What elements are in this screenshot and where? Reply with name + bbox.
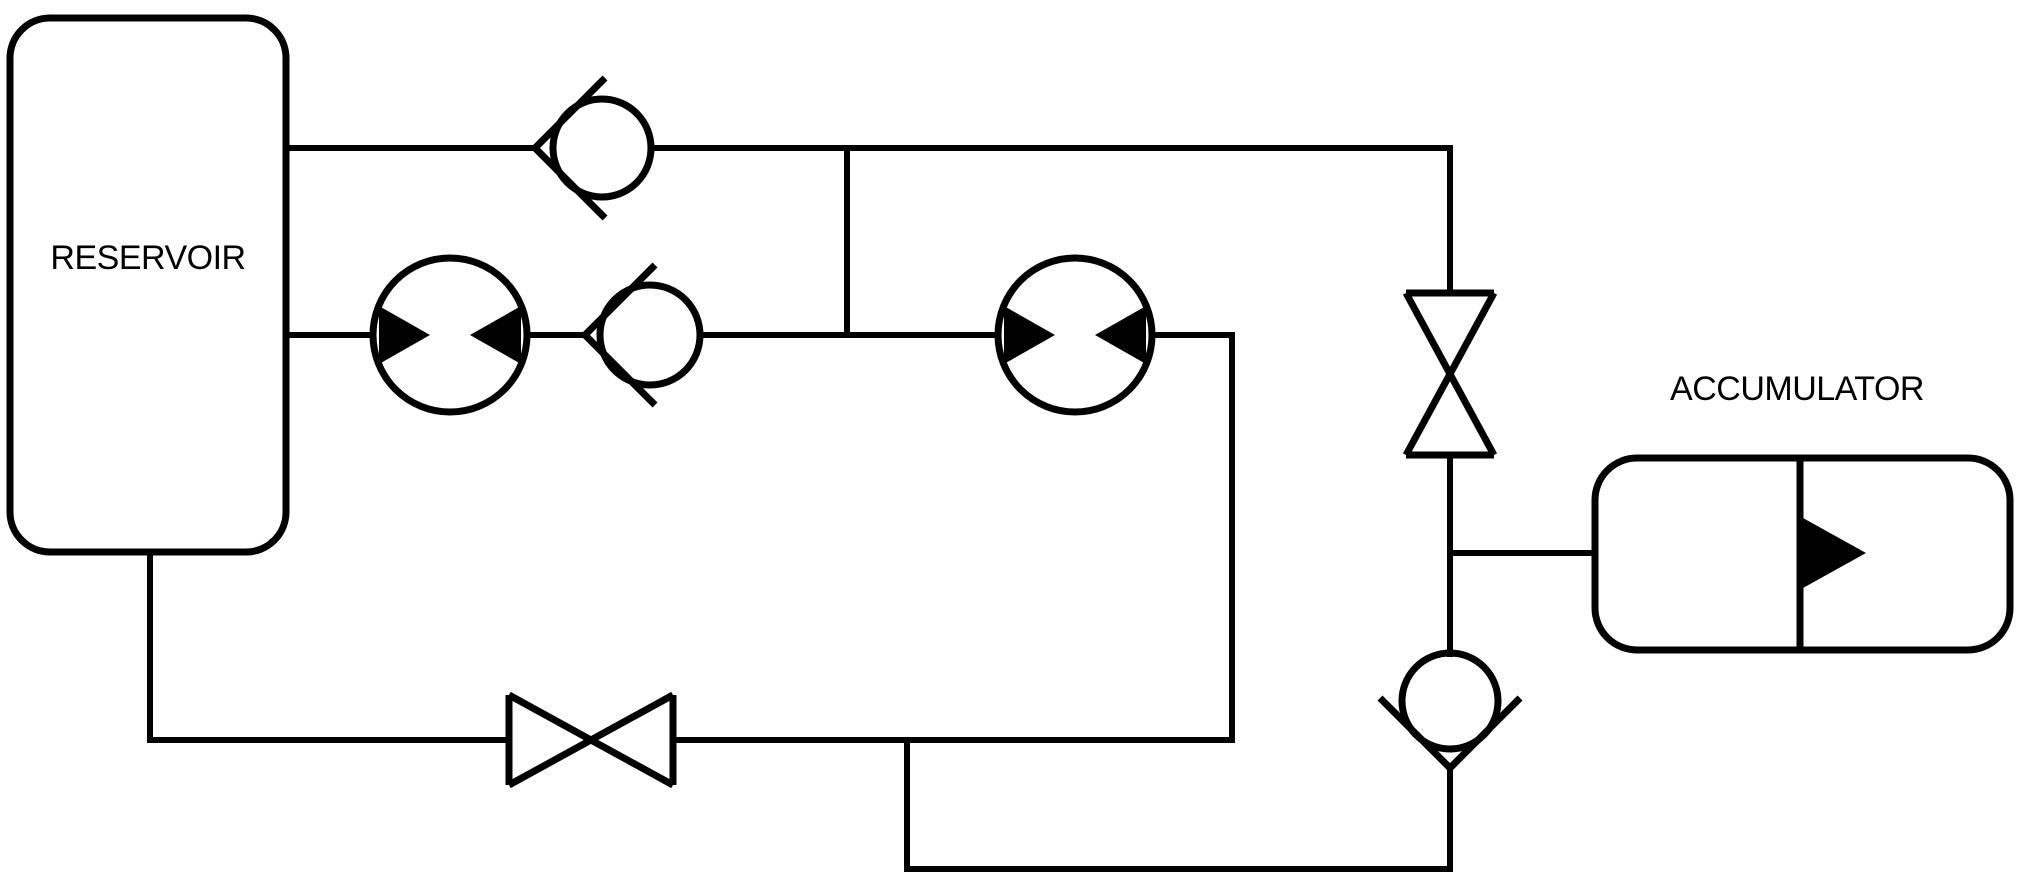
- reservoir: RESERVOIR: [6, 14, 290, 556]
- check-valve-circle: [596, 281, 704, 389]
- pump-triangle-left-icon: [1004, 306, 1055, 364]
- shutoff-valve-right: [1402, 289, 1498, 459]
- accumulator-label: ACCUMULATOR: [1670, 370, 1924, 408]
- pump-circle: [369, 254, 531, 416]
- pump-triangle-left-icon: [379, 306, 430, 364]
- check-valve-seat: [580, 262, 658, 408]
- check-valve-middle: [580, 262, 704, 408]
- valve-cross-b: [507, 691, 675, 789]
- pump-left: [369, 254, 531, 416]
- check-valve-circle: [1398, 649, 1502, 753]
- pump-triangle-right-icon: [1095, 306, 1146, 364]
- valve-cross-b: [1402, 291, 1498, 457]
- shutoff-valve-bottom: [505, 691, 677, 789]
- pipes: [147, 145, 1598, 872]
- pump-right: [994, 254, 1156, 416]
- accumulator: ACCUMULATOR: [1591, 370, 2014, 654]
- pump-circle: [994, 254, 1156, 416]
- check-valve-bottom: [1377, 649, 1523, 773]
- check-valve-circle: [549, 95, 655, 201]
- accumulator-piston-triangle-icon: [1803, 518, 1866, 588]
- check-valve-top: [530, 75, 655, 221]
- pump-triangle-right-icon: [470, 306, 521, 364]
- check-valve-seat: [1377, 695, 1523, 773]
- check-valve-seat: [530, 75, 608, 221]
- schematic-root: RESERVOIR: [6, 14, 2014, 872]
- reservoir-tank: [6, 14, 290, 556]
- reservoir-label: RESERVOIR: [50, 239, 245, 277]
